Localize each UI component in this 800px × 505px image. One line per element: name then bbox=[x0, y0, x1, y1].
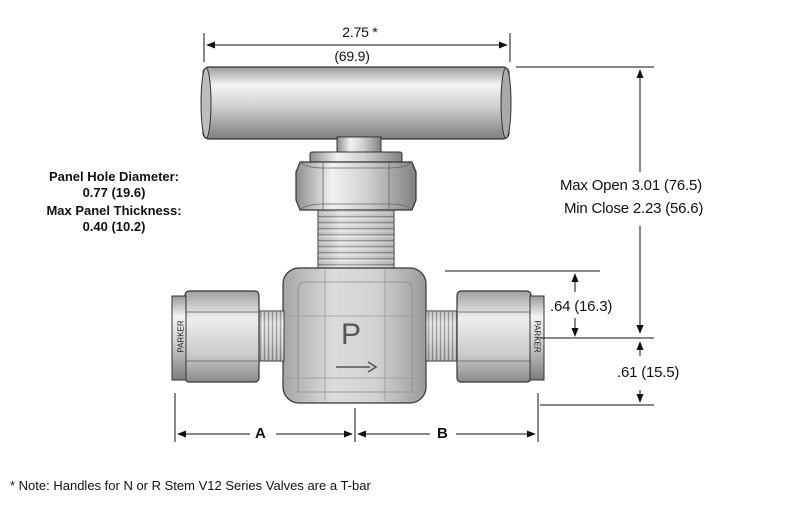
footnote: * Note: Handles for N or R Stem V12 Seri… bbox=[10, 478, 371, 493]
flow-direction-arrow bbox=[336, 361, 378, 373]
t-bar-handle bbox=[200, 66, 512, 140]
panel-hole-value: 0.77 (19.6) bbox=[82, 185, 146, 200]
right-compression-nut bbox=[456, 290, 545, 383]
right-nut-brand: PARKER bbox=[532, 320, 542, 353]
base-height-dimension: .61 (15.5) bbox=[617, 364, 680, 381]
panel-thickness-label: Max Panel Thickness: bbox=[46, 203, 182, 218]
right-port-threads bbox=[425, 310, 459, 362]
left-compression-nut bbox=[171, 290, 260, 383]
stem-collar bbox=[309, 136, 403, 163]
min-close-dimension: Min Close 2.23 (56.6) bbox=[564, 200, 704, 217]
dimension-lines bbox=[174, 33, 654, 442]
handle-width-mm: (69.9) bbox=[334, 48, 370, 64]
panel-thickness-value: 0.40 (10.2) bbox=[82, 219, 146, 234]
bonnet-hex-nut bbox=[295, 161, 417, 211]
panel-hole-label: Panel Hole Diameter: bbox=[48, 169, 180, 184]
port-height-dimension: .64 (16.3) bbox=[550, 298, 613, 315]
handle-width-dimension: 2.75 * bbox=[342, 24, 378, 40]
bonnet-threads bbox=[317, 209, 395, 269]
left-nut-brand: PARKER bbox=[176, 320, 186, 353]
left-port-threads bbox=[257, 310, 285, 362]
dimension-a-label: A bbox=[255, 425, 266, 442]
body-logo-letter: P bbox=[341, 318, 362, 351]
dimension-b-label: B bbox=[437, 425, 448, 442]
max-open-dimension: Max Open 3.01 (76.5) bbox=[560, 177, 702, 194]
